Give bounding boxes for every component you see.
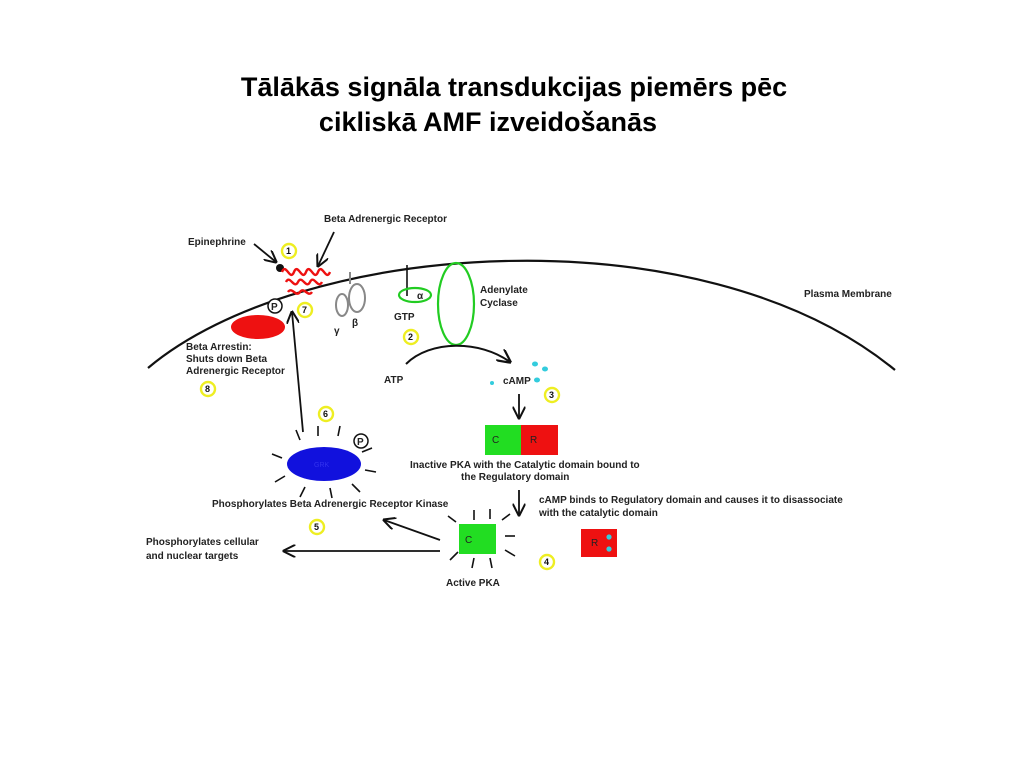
bound-camp-2 bbox=[606, 546, 612, 552]
kinase-to-receptor-arrow bbox=[292, 312, 304, 433]
free-regulatory-domain bbox=[581, 529, 617, 557]
step-3-label: 3 bbox=[549, 390, 554, 400]
receptor-phosphate bbox=[267, 298, 283, 314]
kinase-phosphate bbox=[353, 433, 369, 449]
active-pka-catalytic bbox=[459, 524, 496, 554]
active-pka-c-label: C bbox=[465, 535, 472, 546]
step-5-label: 5 bbox=[314, 522, 319, 532]
slide-title-line2: cikliskā AMF izveidošanās bbox=[318, 106, 658, 137]
beta-adrenergic-receptor-label: Beta Adrenergic Receptor bbox=[324, 214, 447, 225]
camp-molecule-1 bbox=[532, 361, 538, 367]
alpha-label: α bbox=[417, 291, 424, 302]
beta-arrestin-label-1: Beta Arrestin: bbox=[186, 342, 252, 353]
step-2-label: 2 bbox=[408, 332, 413, 342]
camp-binds-caption-2: with the catalytic domain bbox=[538, 508, 658, 519]
beta-arrestin-label-2: Shuts down Beta bbox=[186, 354, 268, 365]
step-4-label: 4 bbox=[544, 557, 549, 567]
inactive-pka-caption-1: Inactive PKA with the Catalytic domain b… bbox=[410, 460, 640, 471]
active-pka-rays bbox=[447, 509, 516, 569]
step-3-marker: 3 bbox=[543, 386, 561, 404]
step-2-marker: 2 bbox=[402, 328, 420, 346]
phosphorylates-targets-1: Phosphorylates cellular bbox=[146, 537, 259, 548]
step-5-marker: 5 bbox=[308, 518, 326, 536]
atp-label: ATP bbox=[384, 375, 404, 386]
beta-arrestin bbox=[231, 315, 285, 339]
beta-label: β bbox=[352, 318, 358, 329]
step-8-marker: 8 bbox=[199, 380, 217, 398]
kinase-label: GRK bbox=[314, 462, 330, 469]
step-6-label: 6 bbox=[323, 409, 328, 419]
inactive-pka-caption-2: the Regulatory domain bbox=[461, 472, 569, 483]
receptor-phosphate-label: P bbox=[271, 302, 278, 313]
cyclase-label: Cyclase bbox=[480, 298, 518, 309]
adenylate-label: Adenylate bbox=[480, 285, 528, 296]
slide-title-line1: Tālākās signāla transdukcijas piemērs pē… bbox=[240, 72, 788, 102]
camp-molecule-2 bbox=[542, 366, 548, 372]
step-6-marker: 6 bbox=[317, 405, 335, 423]
adenylate-cyclase bbox=[436, 261, 476, 347]
phosphorylates-kinase: Phosphorylates Beta Adrenergic Receptor … bbox=[212, 499, 449, 510]
camp-molecule-3 bbox=[534, 377, 540, 383]
receptor-arrow bbox=[318, 231, 335, 266]
epinephrine-label: Epinephrine bbox=[188, 237, 246, 248]
kinase-rays bbox=[271, 425, 377, 499]
bound-camp-1 bbox=[606, 534, 612, 540]
active-pka-label: Active PKA bbox=[446, 578, 500, 589]
inactive-pka-r-label: R bbox=[530, 435, 537, 446]
beta-adrenergic-receptor-kinase bbox=[287, 447, 361, 481]
camp-binds-caption-1: cAMP binds to Regulatory domain and caus… bbox=[539, 495, 843, 506]
phosphorylates-targets-2: and nuclear targets bbox=[146, 551, 239, 562]
g-protein-beta-subunit bbox=[348, 283, 366, 313]
step-1-marker: 1 bbox=[280, 242, 298, 260]
inactive-pka-catalytic bbox=[485, 425, 521, 455]
camp-molecule-4 bbox=[490, 381, 494, 385]
step-7-label: 7 bbox=[302, 305, 307, 315]
g-protein-alpha-subunit bbox=[397, 286, 433, 304]
beta-adrenergic-receptor-squiggle bbox=[280, 267, 332, 295]
epinephrine-arrow bbox=[253, 243, 276, 262]
slide-title: Tālākās signāla transdukcijas piemērs pē… bbox=[0, 70, 1024, 139]
beta-arrestin-label-3: Adrenergic Receptor bbox=[186, 366, 285, 377]
inactive-pka-c-label: C bbox=[492, 435, 499, 446]
g-protein-gamma-subunit bbox=[335, 293, 349, 317]
camp-label: cAMP bbox=[503, 376, 531, 387]
plasma-membrane-curve bbox=[147, 259, 896, 371]
plasma-membrane-label: Plasma Membrane bbox=[804, 289, 892, 300]
gtp-label: GTP bbox=[394, 312, 415, 323]
atp-to-camp-arrow bbox=[405, 344, 510, 365]
gamma-label: γ bbox=[334, 326, 340, 337]
step-7-marker: 7 bbox=[296, 301, 314, 319]
step-8-label: 8 bbox=[205, 384, 210, 394]
inactive-pka-regulatory bbox=[521, 425, 558, 455]
step-4-marker: 4 bbox=[538, 553, 556, 571]
pka-to-kinase-arrow bbox=[384, 520, 441, 541]
step-1-label: 1 bbox=[286, 246, 291, 256]
kinase-phosphate-label: P bbox=[357, 437, 364, 448]
free-r-label: R bbox=[591, 538, 598, 549]
